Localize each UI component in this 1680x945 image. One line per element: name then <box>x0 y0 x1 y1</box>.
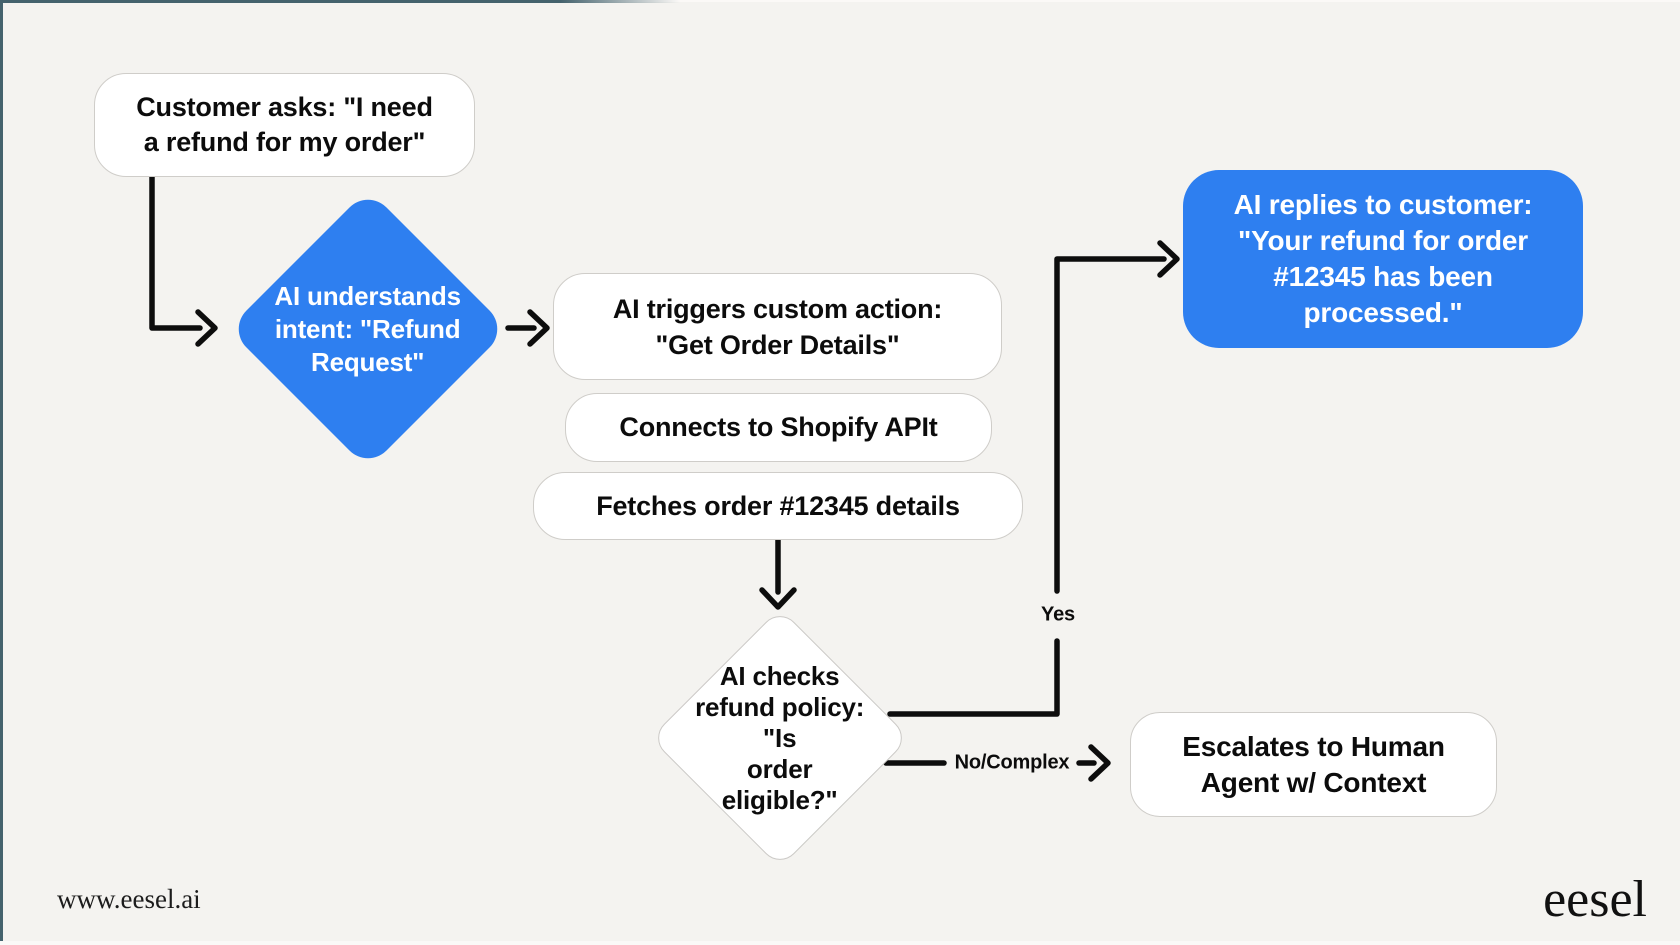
node-connect-api-label: Connects to Shopify APIt <box>619 412 938 442</box>
window-edge-top <box>0 0 1680 3</box>
eesel-logo: eesel <box>1543 871 1647 928</box>
website-url: www.eesel.ai <box>57 884 201 914</box>
arrow-customer-to-intent <box>149 174 218 347</box>
node-policy-decision-label: AI checks refund policy: "Is order eligi… <box>695 660 865 815</box>
node-ai-reply: AI replies to customer: "Your refund for… <box>1183 170 1583 348</box>
window-edge-left <box>0 0 3 945</box>
edge-label-no-complex: No/Complex <box>954 751 1070 774</box>
node-customer-ask-label: Customer asks: "I need a refund for my o… <box>136 92 433 157</box>
arrow-fetch-to-policy <box>759 537 797 610</box>
window-edge-bottom <box>0 941 1680 945</box>
node-fetch-order-label: Fetches order #12345 details <box>596 490 960 521</box>
node-trigger-action: AI triggers custom action: "Get Order De… <box>553 273 1002 380</box>
arrow-intent-to-trigger <box>505 309 550 347</box>
arrow-no-to-escalate <box>883 744 1111 782</box>
node-customer-ask: Customer asks: "I need a refund for my o… <box>94 73 475 177</box>
arrow-yes-to-reply <box>887 240 1180 717</box>
node-intent-decision-label: AI understands intent: "Refund Request" <box>274 280 462 377</box>
edge-label-yes: Yes <box>1041 603 1075 626</box>
node-trigger-action-label: AI triggers custom action: "Get Order De… <box>612 293 943 360</box>
node-connect-api: Connects to Shopify APIt <box>565 393 992 462</box>
node-escalate-label: Escalates to Human Agent w/ Context <box>1182 730 1445 798</box>
node-escalate: Escalates to Human Agent w/ Context <box>1130 712 1497 817</box>
node-fetch-order: Fetches order #12345 details <box>533 472 1023 540</box>
node-ai-reply-label: AI replies to customer: "Your refund for… <box>1233 189 1533 328</box>
